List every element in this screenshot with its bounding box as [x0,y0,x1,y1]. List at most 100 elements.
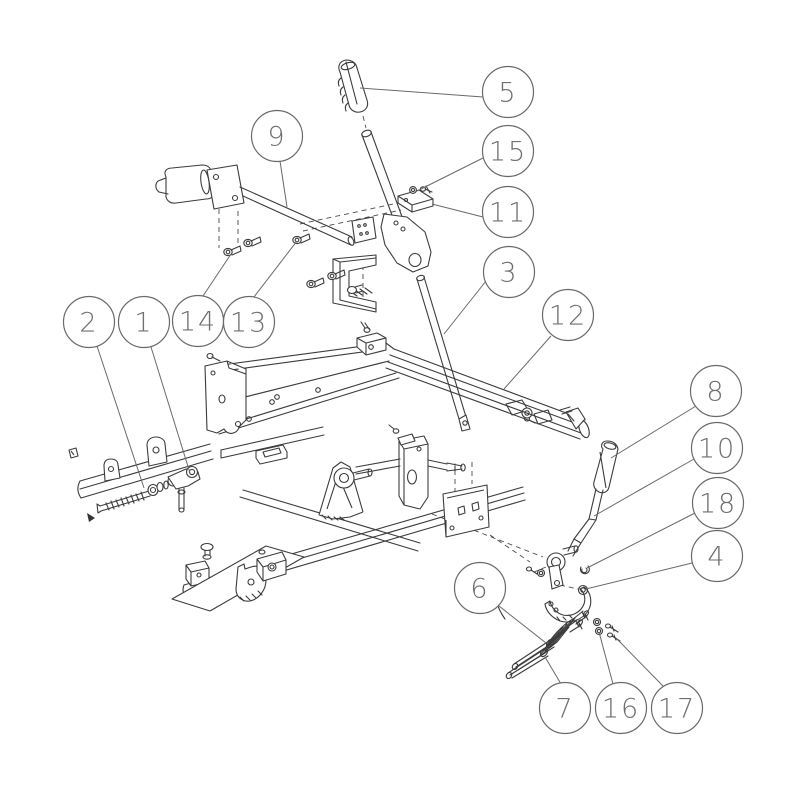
link-rod-3 [416,276,467,420]
bolt-cluster-13-14 [223,233,346,289]
bolt-shank [250,236,262,247]
hub-pin [562,545,577,556]
callout-leader-6 [498,605,547,644]
plate-hole [231,194,239,202]
bracket-hole [234,420,242,428]
top-plate-hole [363,223,367,227]
hardware-16-17 [592,617,621,642]
pivot-plate-hole [408,252,422,268]
adjuster-rod-2 [96,480,169,514]
pivot-bracket-folds [332,257,377,310]
callout-number-1: 1 [134,308,153,339]
callout-balloon-11 [481,185,535,239]
callout-balloon-5 [481,65,535,119]
collar [156,481,164,493]
bolt-17-head [604,623,612,629]
bolt-head-center [225,249,231,255]
rod-mount-plate [206,164,245,210]
hub-screw-head [525,566,533,572]
mount-bracket-11 [397,185,434,213]
jam-nut-bore [149,486,157,494]
grip-knurl [337,61,358,112]
callout-leader-1 [150,346,191,474]
bolt-15-shank [424,185,433,194]
rail-band [385,348,586,440]
callout-leader-4 [585,562,693,590]
small-clip [68,447,79,459]
bolt-shank [334,269,346,280]
curved-bracket-hole [247,578,255,586]
bolt [327,269,346,281]
lower-rail [182,486,526,600]
callout-leader-11 [431,203,484,218]
washer-16-bore [594,619,600,625]
rail-tab [103,458,121,482]
plate-hole [269,399,275,405]
bracket-hole [210,370,216,376]
callout-leader-14 [202,253,232,297]
plate-hole [274,394,280,400]
callout-leader-15 [416,157,484,192]
bolt [306,277,325,289]
right-frame-bracket [398,435,429,510]
nut-15-hole [410,187,416,193]
threaded-rod [96,490,151,514]
bolt-14 [223,245,242,257]
rod-cap [505,671,513,680]
bolt-13 [292,233,311,245]
hand-grip-5 [338,59,369,113]
callout-balloon-7 [538,681,592,735]
crank-1 [167,465,201,513]
bracket-bolt-shank [211,356,221,362]
seat-plate-band [206,342,400,435]
knob-stub [354,284,364,294]
plate-hole [449,525,455,531]
u-channel-hole-inner [269,564,275,570]
bracket-bolt [206,352,214,360]
pin-base [202,554,212,560]
callout-leader-18 [586,512,696,569]
callout-leader-16 [598,631,614,685]
lever-grip-cap [603,442,617,450]
lever-shaft [567,488,604,557]
snap-ring-18 [579,565,590,575]
sector-hole [553,607,559,613]
callout-number-18: 18 [699,489,737,520]
left-frame-bracket [204,360,247,434]
bolt-head [243,238,253,248]
lever-grip-8 [593,440,619,494]
washer-16 [592,617,602,627]
hand-lever-assembly-8 [525,440,619,590]
callout-leader-9 [279,160,288,208]
lever-tube [361,131,415,262]
curved-bracket-hatch [239,590,263,602]
callout-balloon-2 [62,295,116,349]
rod-end [347,236,355,246]
cross-rails [220,426,421,552]
callout-number-3: 3 [499,258,518,289]
rail-end-barb [559,406,575,422]
apex-tab-bracket [356,332,387,356]
bolt-shank [230,245,242,256]
stud-tip [582,610,590,617]
crank-pin [178,487,185,511]
tab-hole [368,344,374,350]
bracket-arm [427,459,463,472]
main-frame [68,321,553,612]
alignment-dashes [218,115,579,590]
lever-pivot-plate [380,213,432,273]
hub-pin-cap [573,545,579,553]
callout-balloon-10 [690,421,744,475]
stud-tip [576,619,584,626]
rod-threads [105,491,145,511]
callout-balloon-6 [453,561,507,615]
callout-leader-3 [443,280,487,335]
right-tab-bolt-shank [388,424,395,430]
bracket-knob [346,285,358,295]
bolt-17-shank [609,625,619,633]
callout-balloon-8 [689,364,743,418]
pin-cap [200,542,214,552]
rod3-clevis [458,414,471,432]
